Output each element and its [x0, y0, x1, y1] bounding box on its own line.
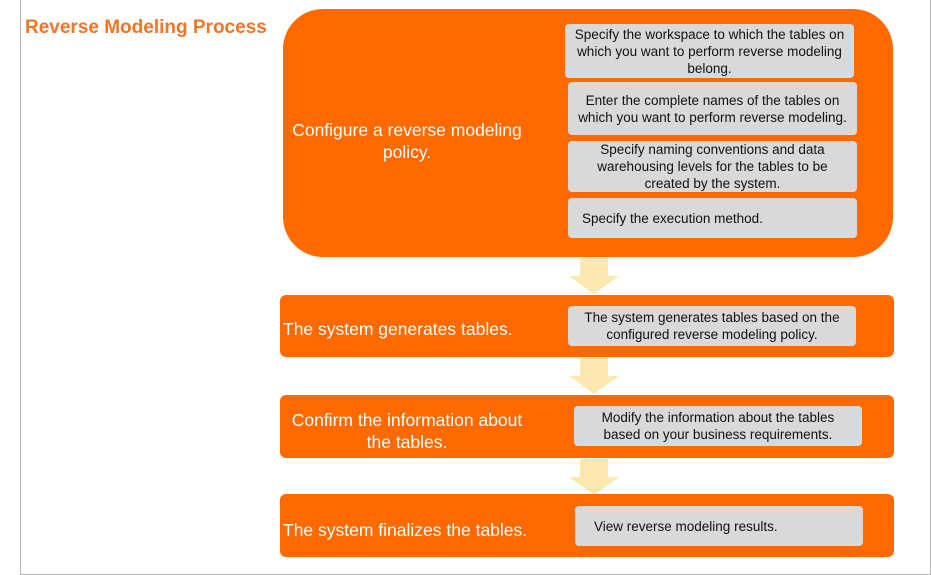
- step-2-label: The system generates tables.: [283, 319, 513, 339]
- step-1-detail-workspace: Specify the workspace to which the table…: [565, 24, 854, 78]
- step-1-label: Configure a reverse modeling policy.: [292, 120, 522, 162]
- step-3-label: Confirm the information about the tables…: [291, 410, 523, 452]
- flow-arrow: [569, 459, 619, 497]
- step-2-detail: The system generates tables based on the…: [568, 306, 856, 346]
- step-3-detail: Modify the information about the tables …: [574, 406, 862, 446]
- flow-arrow: [569, 258, 619, 296]
- step-1-detail-naming-conventions: Specify naming conventions and data ware…: [568, 141, 857, 192]
- step-4-detail: View reverse modeling results.: [575, 506, 863, 546]
- flow-arrow: [569, 358, 619, 396]
- step-4-label: The system finalizes the tables.: [283, 520, 528, 540]
- step-1-detail-execution-method: Specify the execution method.: [568, 198, 857, 238]
- step-1-detail-table-names: Enter the complete names of the tables o…: [568, 82, 857, 135]
- diagram-title: Reverse Modeling Process: [25, 17, 267, 38]
